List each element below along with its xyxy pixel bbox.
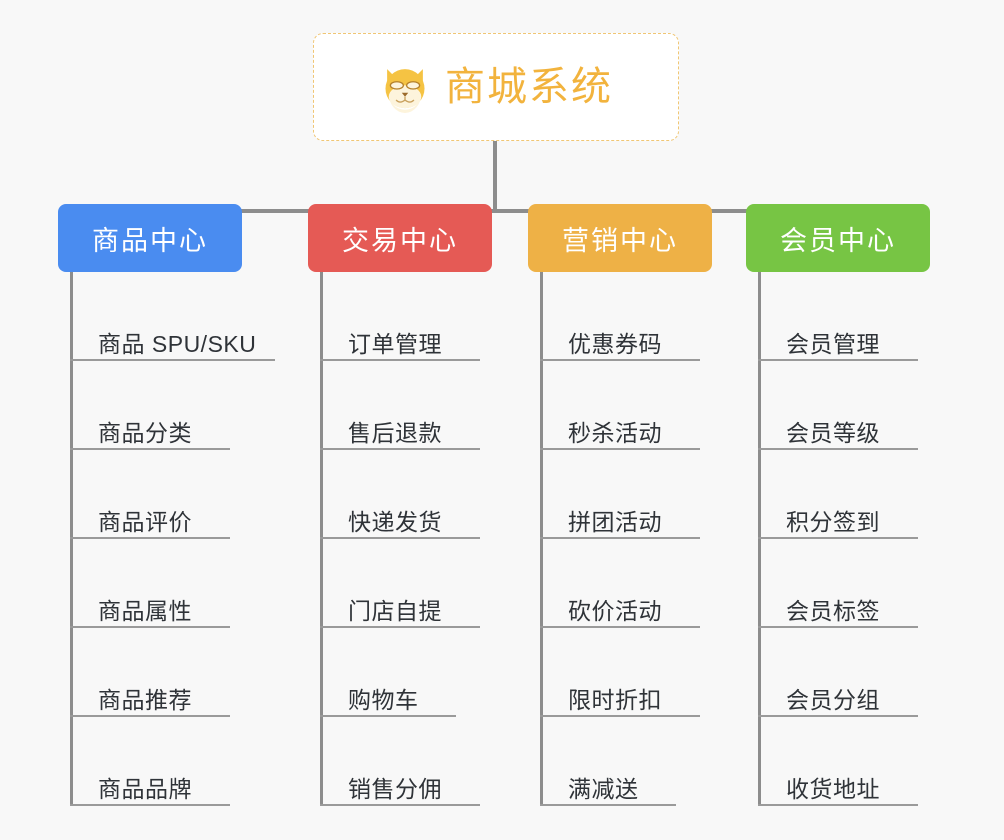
leaf-underline — [758, 626, 918, 628]
leaf-label: 门店自提 — [348, 597, 442, 624]
leaf-item[interactable]: 销售分佣 — [320, 717, 492, 806]
leaf-item[interactable]: 会员管理 — [758, 272, 930, 361]
category-column-trade: 交易中心 订单管理 售后退款 快递发货 门店自提 购物车 — [308, 204, 492, 806]
leaf-underline — [540, 626, 700, 628]
root-node[interactable]: 商城系统 — [313, 33, 679, 141]
leaf-item[interactable]: 商品评价 — [70, 450, 256, 539]
leaf-underline — [320, 804, 480, 806]
leaf-underline — [540, 715, 700, 717]
leaf-label: 会员分组 — [786, 686, 880, 713]
leaf-underline — [540, 448, 700, 450]
leaf-label: 销售分佣 — [348, 775, 442, 802]
category-column-marketing: 营销中心 优惠券码 秒杀活动 拼团活动 砍价活动 限时折扣 — [528, 204, 712, 806]
leaf-item[interactable]: 拼团活动 — [540, 450, 712, 539]
leaf-label: 商品 SPU/SKU — [98, 330, 257, 357]
leaf-label: 商品属性 — [98, 597, 192, 624]
leaf-label: 商品品牌 — [98, 775, 192, 802]
leaf-item[interactable]: 会员等级 — [758, 361, 930, 450]
column-spine — [540, 272, 543, 806]
column-spine — [320, 272, 323, 806]
leaf-label: 商品评价 — [98, 508, 192, 535]
leaf-item[interactable]: 会员标签 — [758, 539, 930, 628]
leaf-item[interactable]: 商品推荐 — [70, 628, 256, 717]
category-label: 交易中心 — [342, 225, 458, 256]
leaf-label: 满减送 — [568, 775, 639, 802]
leaf-list-member: 会员管理 会员等级 积分签到 会员标签 会员分组 收货地址 — [746, 272, 930, 806]
leaf-underline — [540, 537, 700, 539]
leaf-label: 砍价活动 — [568, 597, 662, 624]
leaf-item[interactable]: 售后退款 — [320, 361, 492, 450]
category-column-product: 商品中心 商品 SPU/SKU 商品分类 商品评价 商品属性 商品推荐 — [58, 204, 275, 806]
leaf-label: 秒杀活动 — [568, 419, 662, 446]
leaf-underline — [70, 715, 230, 717]
leaf-label: 积分签到 — [786, 508, 880, 535]
category-label: 会员中心 — [780, 225, 896, 256]
leaf-item[interactable]: 商品分类 — [70, 361, 256, 450]
leaf-underline — [758, 537, 918, 539]
leaf-item[interactable]: 积分签到 — [758, 450, 930, 539]
category-box-marketing[interactable]: 营销中心 — [528, 204, 712, 272]
leaf-label: 快递发货 — [348, 508, 442, 535]
leaf-item[interactable]: 商品 SPU/SKU — [70, 272, 275, 361]
leaf-underline — [70, 359, 275, 361]
leaf-item[interactable]: 限时折扣 — [540, 628, 712, 717]
leaf-label: 会员等级 — [786, 419, 880, 446]
category-box-trade[interactable]: 交易中心 — [308, 204, 492, 272]
category-box-product[interactable]: 商品中心 — [58, 204, 242, 272]
leaf-underline — [758, 804, 918, 806]
leaf-label: 拼团活动 — [568, 508, 662, 535]
leaf-underline — [320, 715, 456, 717]
leaf-label: 限时折扣 — [568, 686, 662, 713]
leaf-underline — [320, 626, 480, 628]
leaf-item[interactable]: 优惠券码 — [540, 272, 712, 361]
leaf-underline — [320, 448, 480, 450]
leaf-item[interactable]: 秒杀活动 — [540, 361, 712, 450]
leaf-item[interactable]: 订单管理 — [320, 272, 492, 361]
leaf-label: 会员管理 — [786, 330, 880, 357]
category-label: 商品中心 — [92, 225, 208, 256]
leaf-underline — [320, 359, 480, 361]
leaf-label: 购物车 — [348, 686, 419, 713]
leaf-list-trade: 订单管理 售后退款 快递发货 门店自提 购物车 销售分佣 — [308, 272, 492, 806]
leaf-underline — [758, 715, 918, 717]
leaf-label: 售后退款 — [348, 419, 442, 446]
leaf-item[interactable]: 会员分组 — [758, 628, 930, 717]
leaf-item[interactable]: 门店自提 — [320, 539, 492, 628]
leaf-underline — [70, 537, 230, 539]
leaf-label: 优惠券码 — [568, 330, 662, 357]
leaf-item[interactable]: 快递发货 — [320, 450, 492, 539]
leaf-label: 商品分类 — [98, 419, 192, 446]
shiba-dog-face-icon — [385, 69, 425, 113]
category-box-member[interactable]: 会员中心 — [746, 204, 930, 272]
leaf-underline — [70, 626, 230, 628]
column-spine — [70, 272, 73, 806]
root-stem-connector — [493, 141, 497, 212]
leaf-underline — [320, 537, 480, 539]
leaf-label: 商品推荐 — [98, 686, 192, 713]
leaf-item[interactable]: 商品品牌 — [70, 717, 256, 806]
leaf-item[interactable]: 砍价活动 — [540, 539, 712, 628]
leaf-label: 会员标签 — [786, 597, 880, 624]
leaf-list-marketing: 优惠券码 秒杀活动 拼团活动 砍价活动 限时折扣 满减送 — [528, 272, 712, 806]
leaf-list-product: 商品 SPU/SKU 商品分类 商品评价 商品属性 商品推荐 商品品牌 — [58, 272, 275, 806]
leaf-underline — [70, 804, 230, 806]
leaf-label: 收货地址 — [786, 775, 880, 802]
leaf-item[interactable]: 收货地址 — [758, 717, 930, 806]
bus-connector — [149, 209, 840, 213]
leaf-item[interactable]: 商品属性 — [70, 539, 256, 628]
leaf-underline — [70, 448, 230, 450]
leaf-underline — [540, 804, 676, 806]
leaf-item[interactable]: 购物车 — [320, 628, 492, 717]
leaf-item[interactable]: 满减送 — [540, 717, 712, 806]
column-spine — [758, 272, 761, 806]
leaf-underline — [540, 359, 700, 361]
category-column-member: 会员中心 会员管理 会员等级 积分签到 会员标签 会员分组 — [746, 204, 930, 806]
leaf-underline — [758, 359, 918, 361]
root-title: 商城系统 — [445, 65, 613, 109]
leaf-label: 订单管理 — [348, 330, 442, 357]
category-label: 营销中心 — [562, 225, 678, 256]
leaf-underline — [758, 448, 918, 450]
